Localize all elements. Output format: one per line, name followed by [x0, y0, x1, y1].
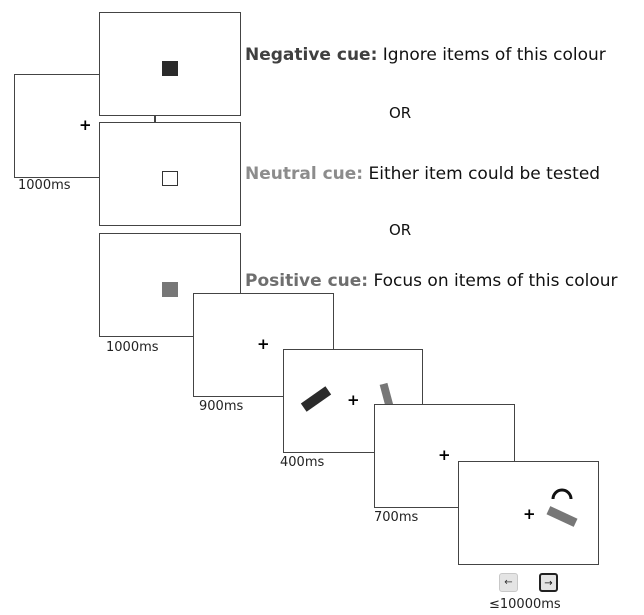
or-label-1: OR [389, 104, 412, 122]
neutral-cue-screen [99, 122, 241, 226]
fixation-cross-icon: + [79, 116, 92, 134]
right-arrow-key-icon: → [539, 573, 558, 592]
negative-cue-square [162, 61, 178, 76]
positive-cue-square [162, 282, 178, 297]
negative-cue-description: Negative cue: Ignore items of this colou… [245, 45, 606, 65]
fixation-cross-icon: + [347, 391, 360, 409]
negative-cue-text: Ignore items of this colour [377, 45, 606, 65]
positive-cue-text: Focus on items of this colour [368, 271, 618, 291]
neutral-cue-description: Neutral cue: Either item could be tested [245, 164, 600, 184]
duration-cue: 1000ms [106, 340, 159, 355]
duration-fixation: 1000ms [18, 178, 71, 193]
fixation-cross-icon: + [438, 446, 451, 464]
neutral-cue-label: Neutral cue: [245, 164, 364, 184]
probe-arc-icon [551, 488, 573, 500]
fixation-cross-icon: + [523, 505, 536, 523]
duration-delay: 700ms [374, 510, 419, 525]
connector-line [154, 116, 155, 124]
neutral-cue-text: Either item could be tested [363, 164, 601, 184]
positive-cue-label: Positive cue: [245, 271, 369, 291]
duration-response: ≤10000ms [489, 597, 561, 612]
duration-memory: 400ms [280, 455, 325, 470]
left-arrow-key-icon: ← [499, 573, 518, 592]
probe-screen: + [458, 461, 599, 565]
duration-blank: 900ms [199, 399, 244, 414]
neutral-cue-square [162, 171, 178, 186]
negative-cue-label: Negative cue: [245, 45, 378, 65]
probe-grey-bar [546, 506, 578, 527]
or-label-2: OR [389, 221, 412, 239]
dark-bar-item [300, 386, 332, 412]
positive-cue-description: Positive cue: Focus on items of this col… [245, 271, 618, 291]
fixation-cross-icon: + [257, 335, 270, 353]
negative-cue-screen [99, 12, 241, 116]
